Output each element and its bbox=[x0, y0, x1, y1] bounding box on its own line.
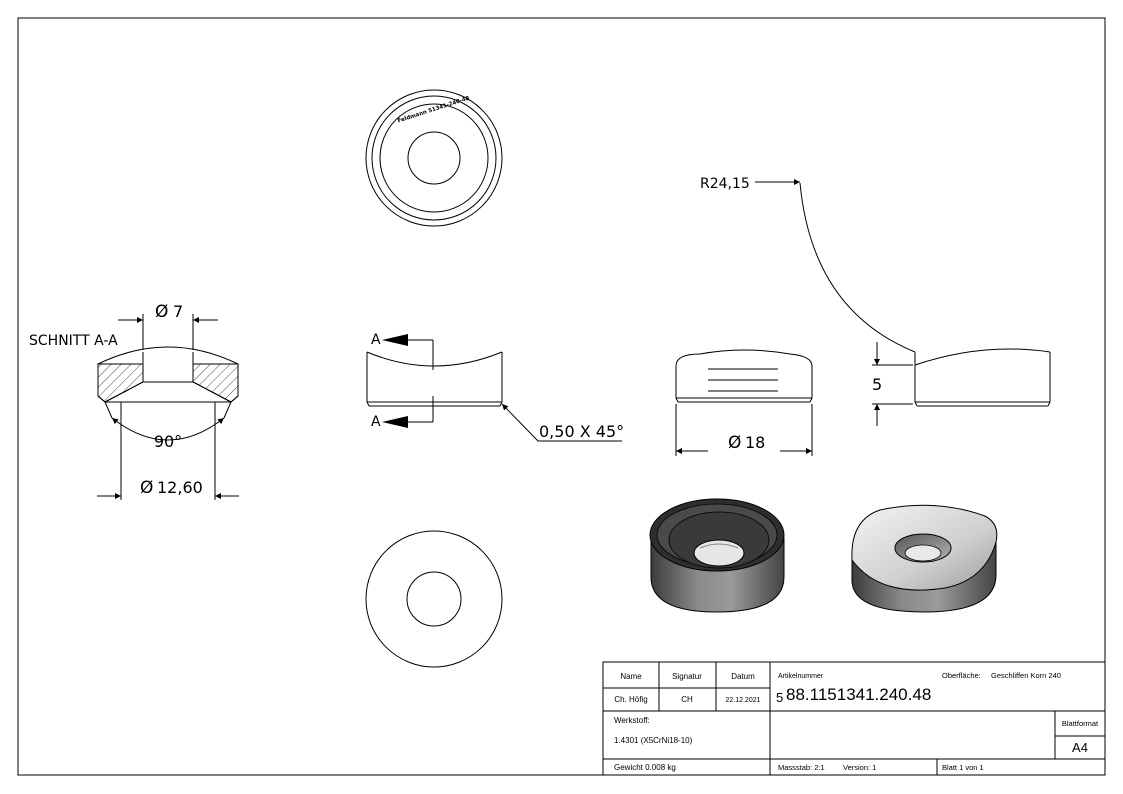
side-view bbox=[675, 349, 813, 456]
article-label: Artikelnummer bbox=[778, 673, 824, 680]
drafter-signature: CH bbox=[681, 695, 693, 704]
isometric-view-bottom bbox=[851, 504, 998, 613]
drafter-name: Ch. Höfig bbox=[614, 695, 647, 704]
material-label: Werkstoff: bbox=[614, 716, 650, 725]
dim-radius: R24,15 bbox=[700, 176, 750, 192]
section-view bbox=[97, 314, 239, 500]
section-arrow-bottom bbox=[382, 416, 408, 428]
title-block bbox=[602, 661, 1106, 776]
weight: Gewicht 0.008 kg bbox=[614, 763, 676, 772]
isometric-view-top bbox=[649, 498, 785, 613]
col-name-label: Name bbox=[620, 672, 642, 681]
surface-label: Oberfläche: bbox=[942, 671, 981, 680]
surface-value: Geschliffen Korn 240 bbox=[991, 671, 1061, 680]
dim-height: 5 bbox=[872, 375, 882, 394]
sheet-border bbox=[17, 17, 1106, 776]
format-value: A4 bbox=[1072, 740, 1088, 755]
diameter-symbol: Ø bbox=[140, 478, 153, 498]
section-marker-top: A bbox=[371, 332, 381, 348]
col-signature-label: Signatur bbox=[672, 672, 702, 681]
bottom-view bbox=[365, 530, 503, 668]
material-value: 1.4301 (X5CrNi18-10) bbox=[614, 736, 693, 745]
col-date-label: Datum bbox=[731, 672, 755, 681]
dim-angle: 90° bbox=[154, 432, 182, 451]
sheet-number: Blatt 1 von 1 bbox=[942, 763, 984, 772]
dim-chamfer: 0,50 X 45° bbox=[539, 422, 624, 441]
section-title: SCHNITT A-A bbox=[29, 333, 118, 349]
dim-bore: 7 bbox=[173, 302, 183, 321]
version: Version: 1 bbox=[843, 763, 876, 772]
diameter-symbol: Ø bbox=[728, 433, 741, 453]
format-label: Blattformat bbox=[1062, 719, 1099, 728]
radius-view bbox=[755, 179, 1051, 426]
diameter-symbol: Ø bbox=[155, 302, 168, 322]
drawing-date: 22.12.2021 bbox=[725, 697, 760, 704]
top-view bbox=[365, 89, 503, 227]
scale: Massstab: 2:1 bbox=[778, 763, 825, 772]
dim-countersink: 12,60 bbox=[157, 478, 203, 497]
section-marker-bottom: A bbox=[371, 414, 381, 430]
article-prefix: 5 bbox=[776, 690, 783, 705]
section-arrow-top bbox=[382, 334, 408, 346]
dim-outer: 18 bbox=[745, 433, 765, 452]
article-number: 88.1151341.240.48 bbox=[786, 685, 931, 704]
